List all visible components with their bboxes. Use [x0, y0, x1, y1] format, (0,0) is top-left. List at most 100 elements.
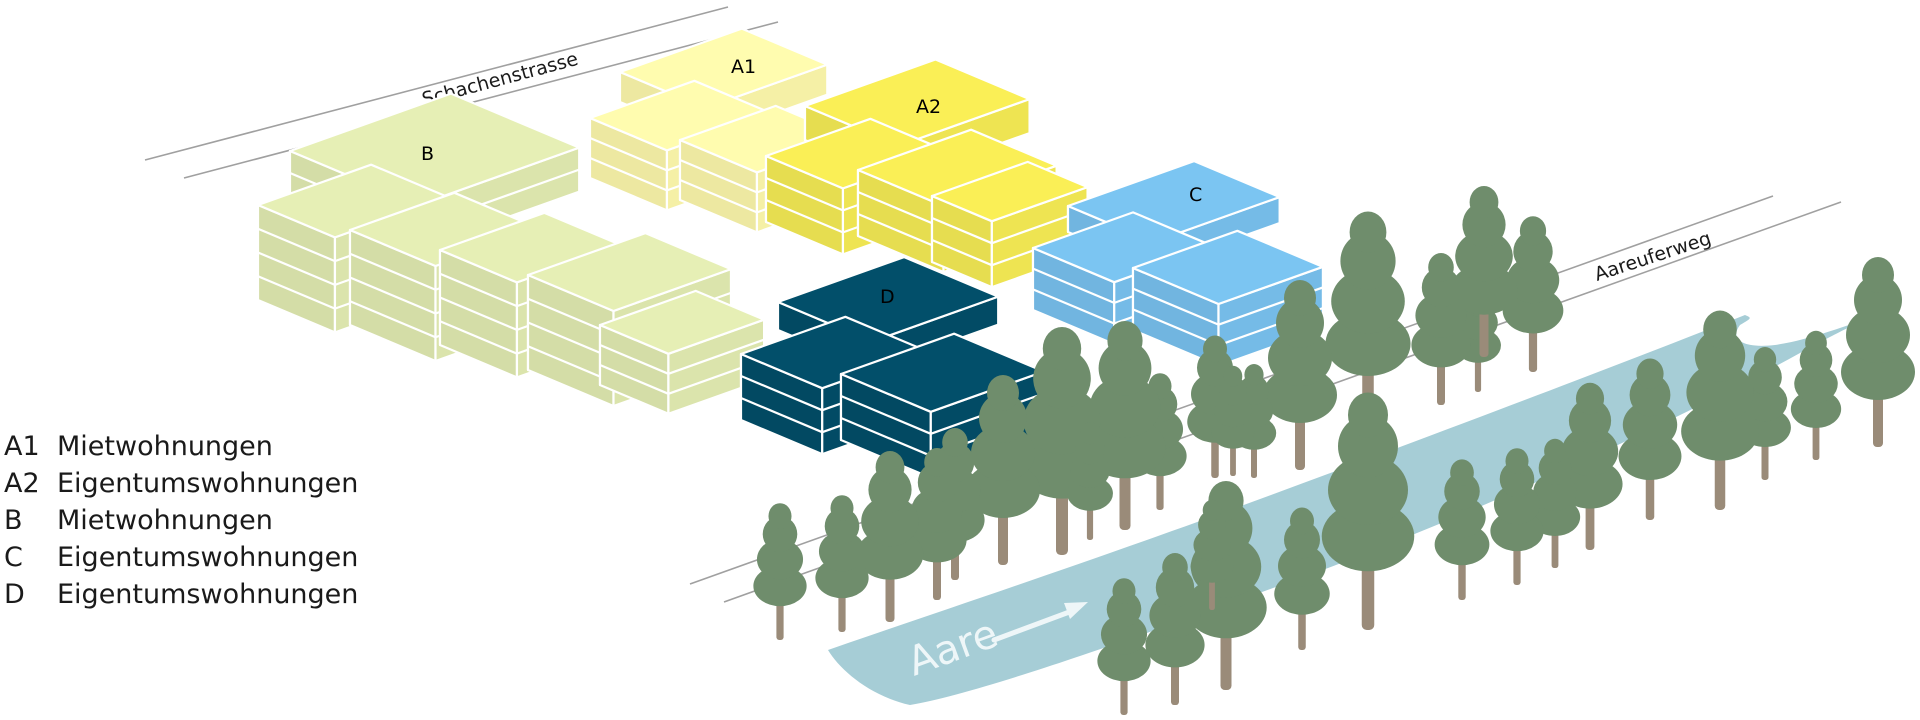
trees — [753, 186, 1915, 715]
building-roof — [930, 160, 1089, 223]
legend-text: Mietwohnungen — [57, 505, 273, 536]
tree-crown — [1629, 373, 1671, 417]
tree-icon — [1321, 392, 1415, 630]
floor-line — [257, 251, 336, 286]
tree-crown — [1450, 459, 1474, 487]
tree-crown — [824, 508, 860, 545]
legend-text: Mietwohnungen — [57, 431, 273, 462]
tree-crown — [861, 496, 919, 547]
floor-line — [740, 374, 823, 412]
building-roof — [856, 128, 1058, 208]
tree-crown — [1080, 422, 1100, 445]
tree-icon — [1190, 499, 1234, 610]
tree-crown — [1490, 510, 1544, 552]
floor-line — [439, 272, 518, 308]
tree-crown — [1568, 398, 1612, 443]
tree-crown — [1211, 416, 1255, 449]
tree-crown — [1274, 572, 1330, 615]
tree-crown — [1331, 269, 1405, 334]
legend-code: C — [4, 542, 23, 573]
building-roof — [1131, 229, 1325, 306]
tree-icon — [1263, 280, 1337, 470]
tree-icon — [1211, 365, 1255, 476]
tree-crown — [868, 467, 912, 513]
tree-crown — [762, 516, 798, 553]
tree-crown — [1185, 576, 1267, 639]
floor-line — [840, 416, 932, 457]
tree-icon — [1502, 216, 1564, 372]
tree-crown — [911, 488, 963, 533]
building-a2-wing-4 — [930, 160, 1089, 289]
tree-icon — [1681, 310, 1759, 510]
tree-crown — [818, 531, 866, 572]
tree-icon — [966, 375, 1040, 565]
tree-crown — [1694, 329, 1746, 382]
tree-icon — [907, 448, 967, 600]
street-label-right: Aareuferweg — [1592, 227, 1714, 285]
legend-code: D — [4, 579, 25, 610]
tree-crown — [1455, 231, 1513, 282]
legend-item: B Mietwohnungen — [4, 502, 358, 539]
tree-icon — [1490, 448, 1544, 585]
tree-crown — [1862, 257, 1894, 293]
tree-crown — [1415, 293, 1467, 338]
floor-line — [765, 176, 844, 212]
floor-line — [257, 275, 336, 310]
tree-crown — [1223, 365, 1243, 387]
building-b-wing-6 — [598, 289, 766, 415]
road-top-line-2 — [183, 21, 779, 179]
floor-line — [679, 178, 758, 214]
tree-crown — [1469, 186, 1499, 219]
legend-item: A1 Mietwohnungen — [4, 428, 358, 465]
tree-crown — [1202, 499, 1222, 521]
tree-crown — [1067, 476, 1113, 511]
tree-crown — [753, 565, 807, 607]
tree-crown — [1193, 528, 1231, 562]
legend-code: A2 — [4, 468, 40, 499]
tree-crown — [1162, 553, 1188, 582]
tree-crown — [1278, 545, 1326, 587]
tree-crown — [1214, 394, 1252, 428]
floor-line — [349, 300, 436, 339]
floor-line — [439, 320, 518, 355]
floor-line — [679, 158, 758, 194]
tree-crown — [1219, 376, 1247, 406]
tree-crown — [971, 425, 1035, 481]
tree-crown — [1198, 510, 1226, 540]
floor-line — [1132, 287, 1219, 326]
tree-crown — [1349, 211, 1387, 253]
tree-crown — [1106, 591, 1142, 628]
tree-icon — [1145, 553, 1205, 705]
legend-code: A1 — [4, 431, 40, 462]
tree-crown — [1325, 311, 1411, 376]
tree-crown — [924, 448, 950, 477]
tree-crown — [966, 462, 1040, 518]
tree-crown — [1499, 461, 1535, 498]
floor-line — [439, 296, 518, 331]
floor-line — [857, 212, 944, 252]
floor-line — [931, 216, 993, 245]
tree-crown — [1462, 202, 1506, 248]
tree-icon — [1084, 321, 1166, 530]
tree-icon — [1841, 257, 1915, 447]
building-label-c: C — [1189, 184, 1202, 206]
tree-crown — [942, 428, 968, 457]
building-roof — [526, 232, 733, 313]
tree-crown — [1070, 453, 1110, 488]
tree-icon — [1097, 578, 1151, 715]
floor-line — [349, 276, 436, 315]
legend-text: Eigentumswohnungen — [57, 468, 359, 499]
legend-code: B — [4, 505, 23, 536]
tree-crown — [1434, 523, 1490, 566]
tree-crown — [1340, 232, 1396, 290]
tree-crown — [1805, 330, 1827, 356]
floor-line — [1032, 267, 1115, 304]
tree-crown — [1145, 622, 1205, 668]
tree-icon — [1067, 422, 1113, 540]
river-flow-arrow-head — [1064, 602, 1088, 619]
tree-crown — [1075, 433, 1105, 465]
floor-line — [668, 338, 765, 375]
tree-crown — [830, 495, 854, 522]
tree-crown — [1421, 267, 1461, 308]
